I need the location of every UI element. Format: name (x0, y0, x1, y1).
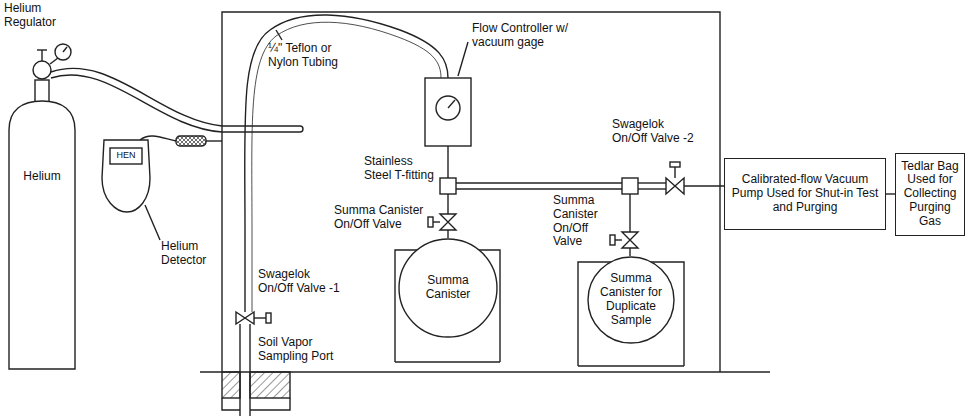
pipe (684, 185, 724, 186)
pipe (456, 182, 622, 183)
screen-text: HEN (110, 150, 142, 160)
hose-end (300, 126, 303, 132)
gage-needle (448, 100, 455, 108)
valve-symbol (236, 312, 254, 324)
leader-line (145, 205, 160, 240)
callout-label: Helium Detector (161, 240, 223, 268)
port-hatch (222, 372, 240, 398)
port-hatch (250, 372, 290, 398)
callout-label: Flow Controller w/ vacuum gage (472, 22, 576, 50)
leader-line (276, 30, 282, 40)
vacuum-gage (436, 96, 460, 120)
valve-knob (670, 162, 680, 167)
regulator-arm (50, 58, 58, 64)
node-text: Calibrated-flow Vacuum Pump Used for Shu… (730, 173, 880, 214)
pipe (447, 146, 448, 178)
canister-neck (447, 230, 448, 238)
canister-stand (578, 365, 684, 366)
pipe (629, 194, 630, 232)
regulator-knob (37, 49, 47, 50)
helium-cylinder: Helium (8, 100, 76, 370)
summa-canister: Summa Canister (398, 238, 498, 338)
detector-screen (110, 148, 142, 164)
helium-hose (51, 75, 300, 132)
callout-label: Swagelok On/Off Valve -1 (258, 268, 346, 296)
detector-cable (140, 136, 176, 141)
valve-handle (674, 166, 675, 178)
gauge-needle (63, 47, 67, 52)
node-text: Helium (23, 170, 60, 184)
canister-neck (629, 248, 630, 256)
t-fitting (440, 178, 456, 194)
callout-label: Stainless Steel T-fitting (364, 155, 438, 183)
helium-regulator (33, 61, 51, 79)
node-text: Summa Canister (408, 274, 488, 302)
callout-label: Helium Regulator (4, 2, 68, 30)
regulator-gauge (55, 44, 71, 60)
valve-knob (428, 217, 433, 227)
detector-probe (176, 136, 206, 146)
leader-line (458, 42, 468, 76)
callout-label: Soil Vapor Sampling Port (258, 336, 346, 364)
canister-stand (395, 361, 500, 362)
cylinder-outline (8, 100, 76, 370)
helium-detector (102, 140, 150, 212)
valve-knob (266, 313, 271, 323)
port-pipe (249, 324, 250, 416)
detector-probe (206, 140, 222, 141)
process-box: Tedlar Bag Used for Collecting Purging G… (895, 153, 965, 236)
shroud-outline (222, 12, 720, 372)
valve-symbol (666, 178, 684, 194)
pipe (638, 182, 666, 183)
pipe (447, 194, 448, 214)
callout-label: Summa Canister On/Off Valve (553, 194, 609, 249)
valve-symbol (622, 232, 638, 248)
pipe (456, 188, 622, 189)
valve-knob (610, 235, 615, 245)
summa-canister: Summa Canister for Duplicate Sample (587, 256, 675, 344)
flow-controller (425, 78, 471, 146)
regulator-knob (41, 50, 42, 61)
port-pipe (239, 324, 240, 416)
node-text: Tedlar Bag Used for Collecting Purging G… (901, 160, 959, 229)
node-text: Summa Canister for Duplicate Sample (597, 272, 665, 327)
callout-label: Swagelok On/Off Valve -2 (612, 118, 696, 146)
cylinder-neck (35, 80, 49, 102)
connector-line (886, 193, 895, 194)
valve-symbol (440, 214, 456, 230)
port-step (222, 398, 290, 410)
pipe (638, 188, 666, 189)
process-box: Calibrated-flow Vacuum Pump Used for Shu… (724, 158, 886, 230)
callout-label: ¼" Teflon or Nylon Tubing (268, 42, 352, 70)
t-fitting (622, 178, 638, 194)
callout-label: Summa Canister On/Off Valve (334, 204, 426, 232)
